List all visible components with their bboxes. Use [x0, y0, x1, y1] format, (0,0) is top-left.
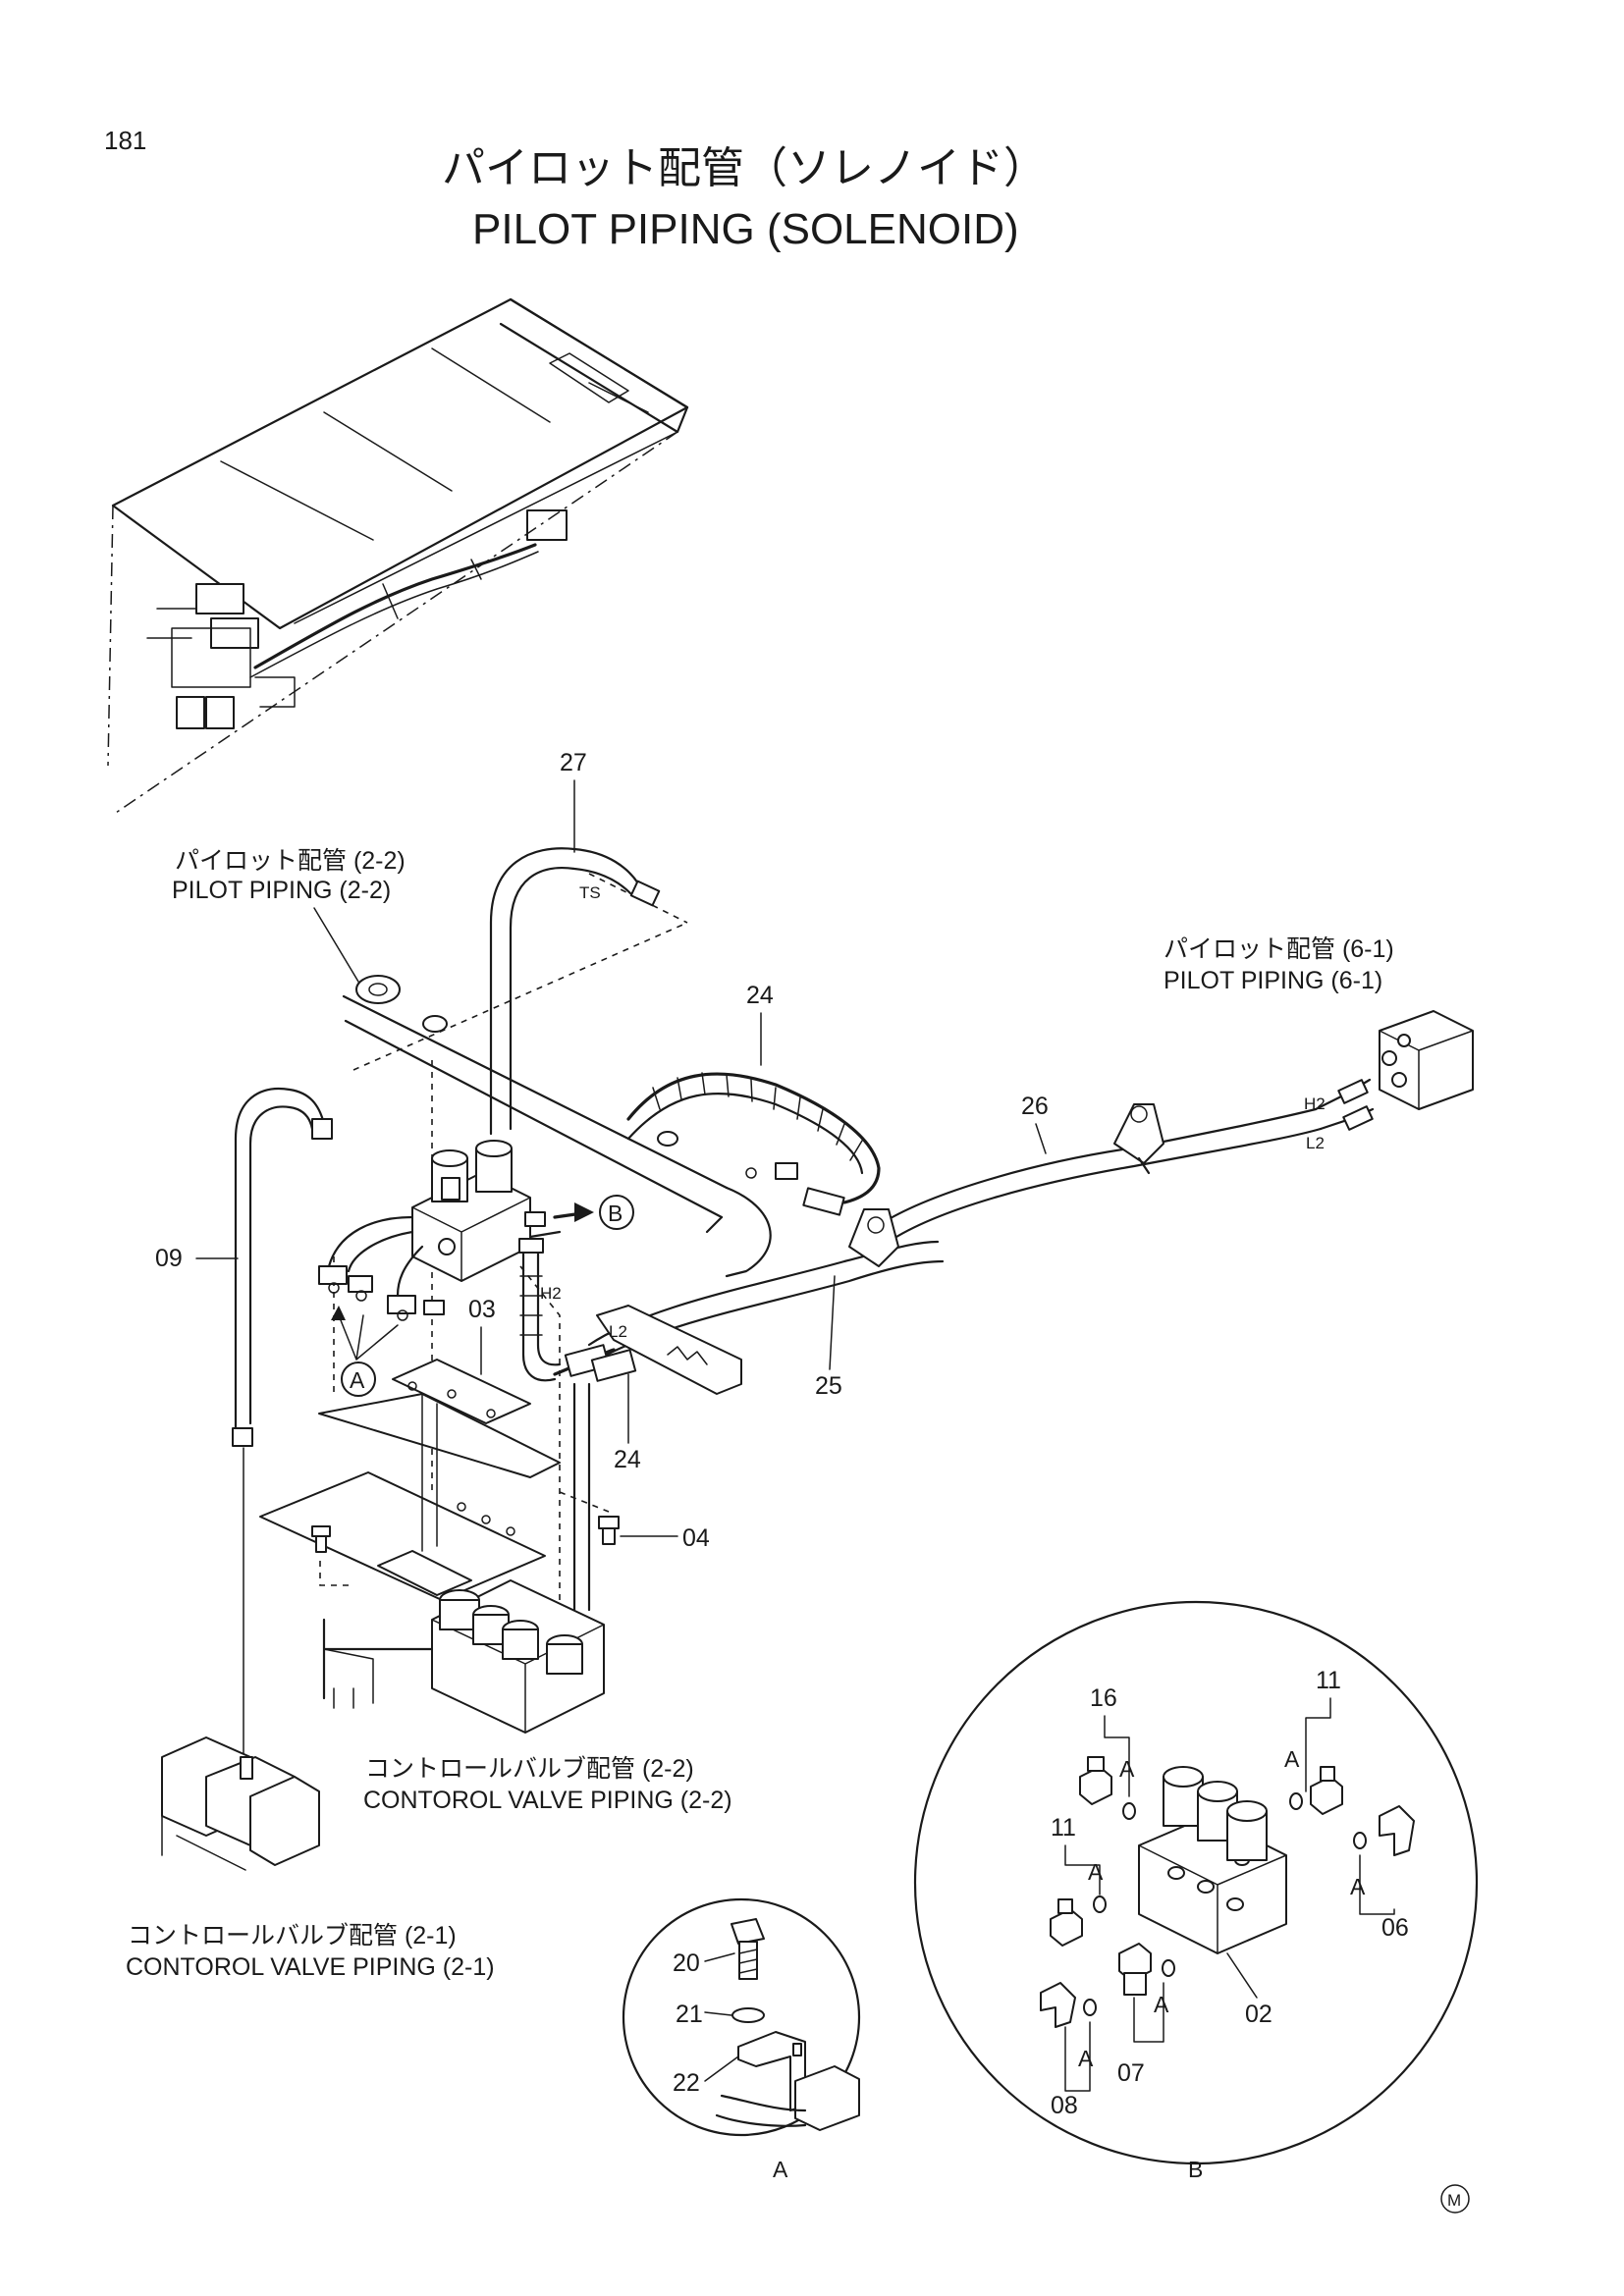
- hose-09: [232, 1088, 333, 1758]
- hose-24-lower: [553, 1344, 637, 1622]
- detail-marker-b: [599, 1195, 634, 1230]
- port-label-h2-right: H2: [1304, 1095, 1326, 1113]
- hose-27: [489, 847, 661, 1136]
- callout-24-lower: 24: [614, 1446, 641, 1473]
- callout-11-upper: 11: [1316, 1667, 1341, 1694]
- callout-02: 02: [1245, 2001, 1272, 2028]
- callout-09: 09: [155, 1245, 183, 1272]
- detail-circle-b: [913, 1600, 1479, 2165]
- corner-mark-circle: [1440, 2184, 1470, 2214]
- port-label-l2-left: L2: [609, 1322, 627, 1341]
- marker-a-1: A: [1119, 1756, 1135, 1782]
- fitting-08: [1040, 1982, 1097, 2028]
- pilot-pipe-22: [342, 975, 772, 1278]
- machine-frame-illustration: [107, 297, 689, 816]
- port-label-h2-left: H2: [540, 1284, 562, 1303]
- bracket-03: [259, 1359, 561, 1601]
- ref-pilot-22-en: PILOT PIPING (2-2): [172, 877, 391, 904]
- callout-08: 08: [1051, 2092, 1078, 2119]
- callout-03: 03: [468, 1296, 496, 1323]
- fitting-11-upper: [1289, 1766, 1343, 1815]
- ref-pilot-61-en: PILOT PIPING (6-1): [1164, 967, 1382, 994]
- marker-a-6: A: [1154, 1992, 1169, 2017]
- hose-24-upper: [626, 1072, 881, 1216]
- bolt-left: [311, 1525, 353, 1586]
- detail-marker-b-label: B: [608, 1201, 623, 1226]
- hose-h2-vertical: [518, 1238, 562, 1382]
- corner-mark: M: [1447, 2191, 1461, 2210]
- ref-cv-22-en: CONTOROL VALVE PIPING (2-2): [363, 1787, 732, 1814]
- callout-25: 25: [815, 1372, 842, 1400]
- fitting-16: [1079, 1756, 1136, 1820]
- control-valve-21: [161, 1736, 320, 1871]
- marker-a-3: A: [1350, 1874, 1366, 1899]
- callout-04: 04: [682, 1524, 710, 1552]
- fitting-11-lower: [1050, 1896, 1107, 1947]
- callout-06: 06: [1381, 1914, 1409, 1942]
- marker-a-2: A: [1284, 1746, 1300, 1772]
- control-valve-assembly: [322, 1579, 605, 1734]
- callout-16: 16: [1090, 1684, 1117, 1712]
- port-label-l2-right: L2: [1306, 1134, 1325, 1152]
- ref-pilot-61-jp: パイロット配管 (6-1): [1164, 935, 1394, 963]
- fitting-06: [1353, 1805, 1415, 1856]
- callout-21: 21: [676, 2001, 703, 2028]
- detail-marker-a: [341, 1362, 376, 1397]
- pilot-block-61: [1314, 1010, 1474, 1131]
- callout-24-upper: 24: [746, 982, 774, 1009]
- fitting-07: [1118, 1943, 1175, 1996]
- detail-circle-a-label: A: [773, 2157, 788, 2182]
- detail-circle-a: [622, 1897, 861, 2137]
- solenoid-harness: [318, 1215, 445, 1321]
- ref-cv-22-jp: コントロールバルブ配管 (2-2): [365, 1755, 694, 1783]
- callout-11-lower: 11: [1051, 1814, 1076, 1842]
- ref-cv-21-en: CONTOROL VALVE PIPING (2-1): [126, 1953, 495, 1981]
- bolt-04: [559, 1491, 620, 1545]
- page-number: 181: [104, 126, 146, 155]
- callout-27: 27: [560, 749, 587, 776]
- callout-26: 26: [1021, 1093, 1049, 1120]
- leader-pilot-22: [313, 907, 359, 983]
- detail-a-parts: [715, 1918, 860, 2131]
- title-japanese: パイロット配管（ソレノイド）: [442, 144, 1047, 192]
- hose-26: [882, 1103, 1323, 1244]
- detail-circle-b-label: B: [1188, 2157, 1203, 2182]
- marker-a-4: A: [1088, 1859, 1104, 1885]
- callout-22: 22: [673, 2069, 700, 2097]
- detail-b-valve-block: [1138, 1766, 1287, 1954]
- callout-20: 20: [673, 1949, 700, 1977]
- detail-marker-a-label: A: [350, 1367, 365, 1393]
- ref-cv-21-jp: コントロールバルブ配管 (2-1): [128, 1922, 457, 1949]
- callout-07: 07: [1117, 2059, 1145, 2087]
- title-english: PILOT PIPING (SOLENOID): [472, 205, 1019, 253]
- ref-pilot-22-jp: パイロット配管 (2-2): [175, 847, 406, 875]
- bracket-l2: [596, 1305, 742, 1395]
- port-label-ts-1: TS: [579, 883, 601, 902]
- marker-a-5: A: [1078, 2046, 1094, 2071]
